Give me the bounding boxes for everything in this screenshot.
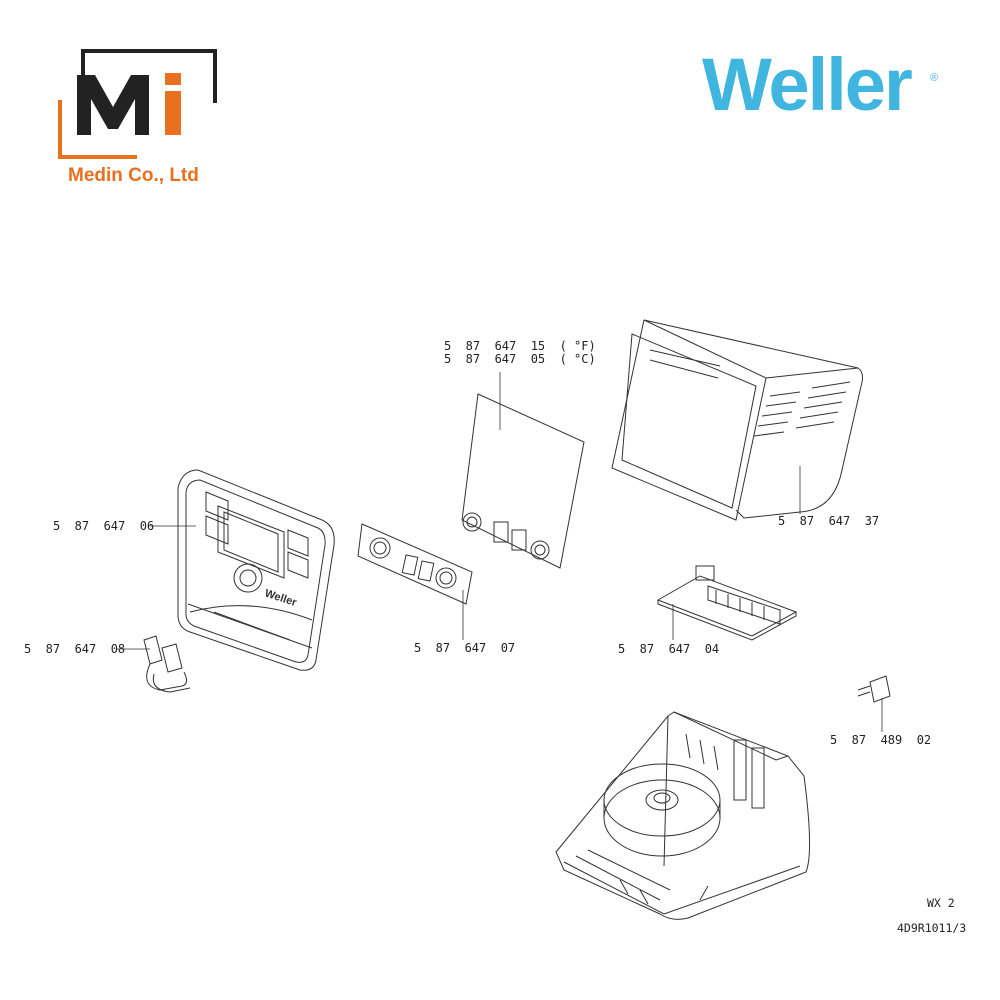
medin-logo-frame (81, 49, 217, 103)
part-number-front-panel: 5 87 647 06 (53, 519, 155, 533)
control-panel-drawing (358, 524, 472, 604)
base-drawing (556, 712, 810, 919)
document-code: 4D9R1011/3 (897, 921, 967, 935)
part-number-power-board: 5 87 647 04 (618, 642, 720, 656)
medin-logo (58, 49, 217, 159)
medin-logo-i-stem (165, 91, 181, 135)
part-number-display-board-f: 5 87 647 15 ( °F) (444, 339, 596, 353)
medin-logo-m (77, 75, 149, 135)
model-label: WX 2 (927, 896, 955, 910)
medin-company-name: Medin Co., Ltd (68, 165, 199, 186)
weller-registered-mark: ® (930, 72, 939, 84)
plug-drawing (858, 676, 890, 702)
medin-logo-i-dot (165, 73, 181, 85)
housing-drawing (612, 320, 863, 520)
clamp-drawing (144, 636, 190, 692)
part-number-control-panel: 5 87 647 07 (414, 641, 516, 655)
part-number-housing: 5 87 647 37 (778, 514, 880, 528)
weller-logo: Weller (702, 43, 913, 126)
display-board-drawing (462, 394, 584, 568)
part-number-cable-clamp: 5 87 647 08 (24, 642, 126, 656)
leader-lines (116, 372, 882, 732)
power-board-drawing (658, 566, 796, 640)
medin-logo-frame-orange (58, 100, 137, 159)
front-cover-drawing (178, 470, 334, 670)
svg-text:Weller: Weller (263, 587, 299, 609)
part-number-display-board-c: 5 87 647 05 ( °C) (444, 352, 596, 366)
part-number-fuse-plug: 5 87 489 02 (830, 733, 932, 747)
